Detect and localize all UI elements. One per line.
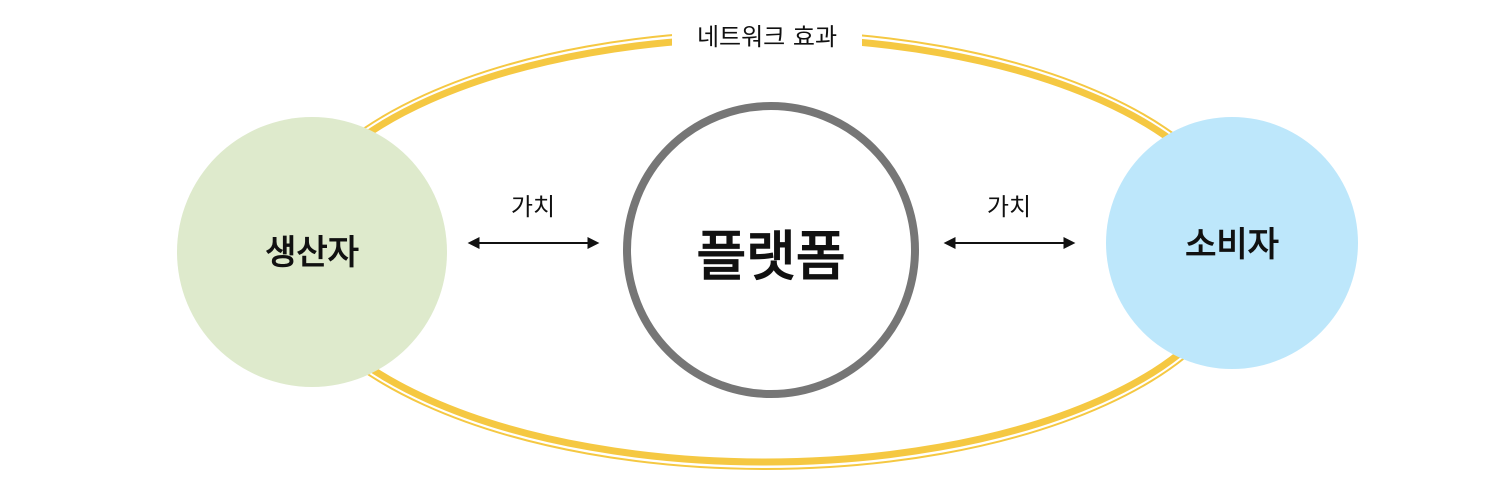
producer-circle — [177, 117, 447, 387]
producer-label: 생산자 — [265, 233, 359, 273]
value-arrow-left: 가치 — [467, 193, 600, 249]
platform-label: 플랫폼 — [696, 225, 845, 288]
network-effect-title: 네트워크 효과 — [697, 23, 837, 51]
platform-node: 플랫폼 — [623, 102, 919, 398]
network-effect-title-bg — [672, 20, 862, 52]
consumer-node: 소비자 — [1106, 117, 1358, 369]
producer-node: 생산자 — [177, 117, 447, 387]
value-label-right: 가치 — [987, 193, 1031, 221]
platform-circle — [623, 102, 919, 398]
value-label-left: 가치 — [511, 193, 555, 221]
consumer-label: 소비자 — [1185, 225, 1279, 265]
consumer-circle — [1106, 117, 1358, 369]
value-arrow-right: 가치 — [943, 193, 1076, 249]
